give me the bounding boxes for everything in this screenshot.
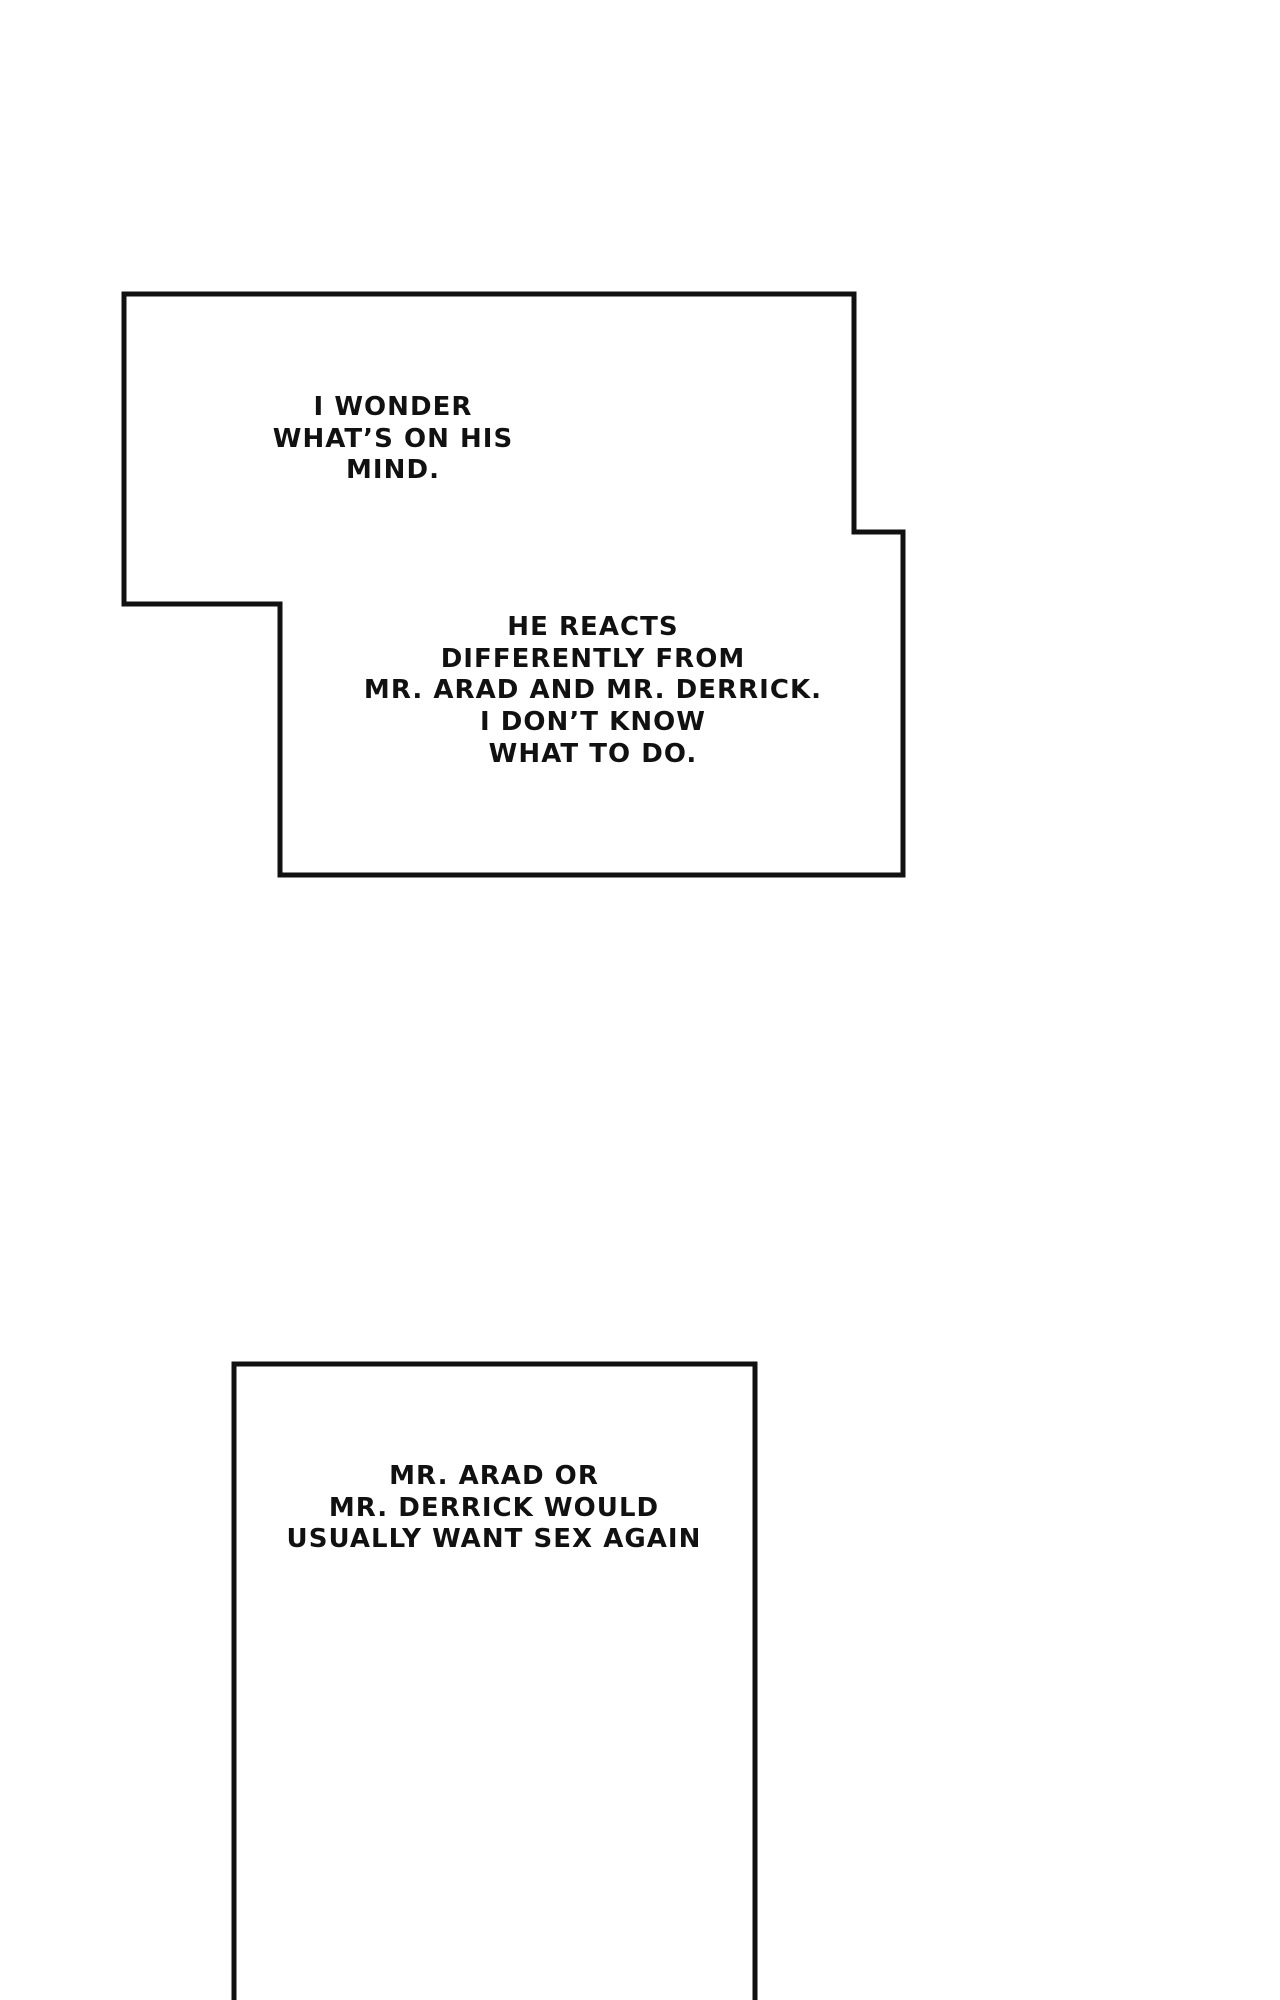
dialogue-line: MIND. [346,455,440,486]
dialogue-line: DIFFERENTLY FROM [440,643,746,674]
dialogue-line: MR. ARAD OR [389,1461,599,1491]
dialogue-reacts: HE REACTS DIFFERENTLY FROM MR. ARAD AND … [333,612,853,771]
dialogue-line: WHAT TO DO. [488,738,698,769]
dialogue-usually: MR. ARAD OR MR. DERRICK WOULD USUALLY WA… [238,1461,750,1556]
dialogue-line: HE REACTS [507,612,679,642]
dialogue-line: MR. ARAD AND MR. DERRICK. [363,675,823,706]
panel-thought-upper [121,291,906,878]
panel-thought-lower [231,1361,758,2000]
dialogue-wonder: I WONDER WHAT’S ON HIS MIND. [212,392,574,487]
dialogue-line: I DON’T KNOW [479,707,706,738]
dialogue-line: WHAT’S ON HIS [272,423,514,454]
dialogue-line: MR. DERRICK WOULD [328,1492,660,1523]
dialogue-line: USUALLY WANT SEX AGAIN [286,1524,702,1555]
dialogue-line: I WONDER [313,392,473,422]
